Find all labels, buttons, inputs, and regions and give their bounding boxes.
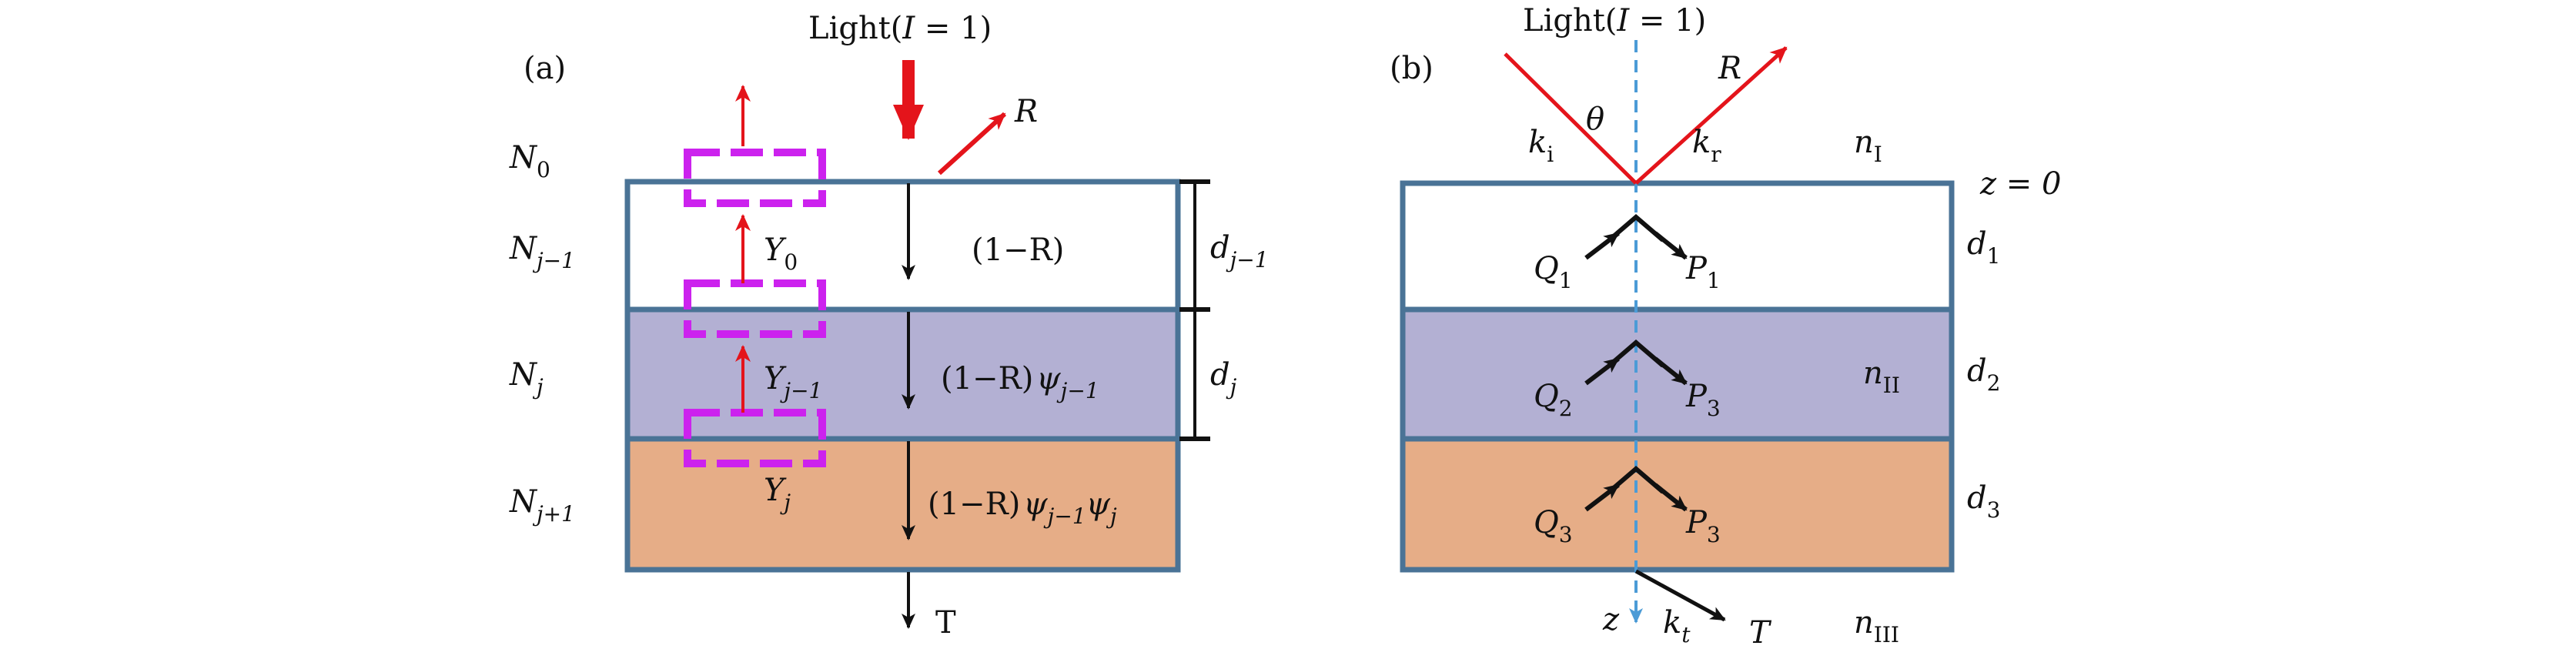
panel-b-incident-ray (1504, 52, 1638, 185)
panel-a-medium-n0: N0 (509, 140, 550, 182)
panel-a-admittance-box-top (684, 149, 826, 207)
panel-b-n-iii: nIII (1854, 605, 1899, 647)
panel-a-thickness-label-dj-1: dj−1 (1210, 230, 1269, 273)
panel-b-reflect-label: R (1718, 51, 1741, 86)
panel-b-k-i: ki (1528, 125, 1554, 167)
panel-a-medium-nj: Nj (509, 357, 544, 400)
panel-b-d3: d3 (1967, 480, 2000, 523)
panel-a-layer2-intensity: (1−R)ψj−1 (941, 361, 1099, 403)
panel-a-layer-1 (624, 179, 1181, 313)
panel-a-reflect-label: R (1014, 94, 1038, 129)
panel-b-light-label: Light(I = 1) (1523, 3, 1706, 38)
panel-a-light-label: Light(I = 1) (808, 11, 992, 46)
panel-b-k-t: kt (1663, 605, 1691, 647)
panel-b-p3: P3 (1685, 505, 1721, 547)
panel-a: (a) Light(I = 1) R T (1−R) (1−R)ψj−1 (1−… (509, 11, 1269, 641)
panel-b: (b) Light(I = 1) R θ ki kr nI z = 0 (1390, 3, 2061, 651)
panel-b-label: (b) (1390, 51, 1434, 86)
panel-a-layer-2 (624, 306, 1181, 442)
panel-a-reflected-arrow (937, 112, 1007, 176)
panel-a-transmit-label: T (935, 605, 956, 641)
panel-b-p2: P3 (1685, 379, 1721, 421)
panel-b-q1: Q1 (1534, 251, 1573, 293)
panel-b-wave-1 (1584, 214, 1688, 260)
panel-b-transmitted-ray (1634, 569, 1726, 622)
panel-a-admittance-y0: Y0 (764, 232, 798, 275)
panel-b-layer-1 (1400, 180, 1955, 313)
panel-a-admittance-yj-1: Yj−1 (764, 361, 822, 403)
panel-a-layer3-intensity: (1−R)ψj−1ψj (928, 487, 1117, 529)
panel-a-medium-nj+1: Nj+1 (509, 484, 575, 527)
panel-b-q2: Q2 (1534, 379, 1573, 421)
panel-b-wave-3 (1584, 466, 1688, 512)
panel-b-q3: Q3 (1534, 505, 1573, 547)
panel-a-medium-nj-1: Nj−1 (509, 231, 575, 273)
panel-b-d2: d2 (1967, 353, 2000, 396)
panel-b-transmit-label: T (1749, 615, 1772, 651)
panel-b-k-r: kr (1692, 125, 1721, 167)
panel-a-admittance-yj: Yj (764, 473, 791, 515)
panel-b-z0: z = 0 (1979, 166, 2061, 202)
panel-b-wave-2 (1584, 340, 1688, 386)
panel-a-admittance-box-mid (684, 279, 826, 338)
panel-a-label: (a) (524, 51, 566, 86)
panel-b-z-label: z (1602, 602, 1620, 637)
panel-a-layer1-intensity: (1−R) (972, 232, 1064, 268)
panel-a-thickness-label-dj: dj (1210, 357, 1237, 400)
panel-b-reflected-ray (1634, 46, 1788, 185)
panel-a-admittance-box-bottom (684, 409, 826, 467)
panel-b-n-i: nI (1854, 125, 1882, 167)
panel-b-p1: P1 (1685, 251, 1721, 293)
panel-b-n-ii: nII (1863, 356, 1900, 398)
panel-b-d1: d1 (1967, 226, 2000, 269)
panel-b-theta: θ (1586, 102, 1604, 137)
